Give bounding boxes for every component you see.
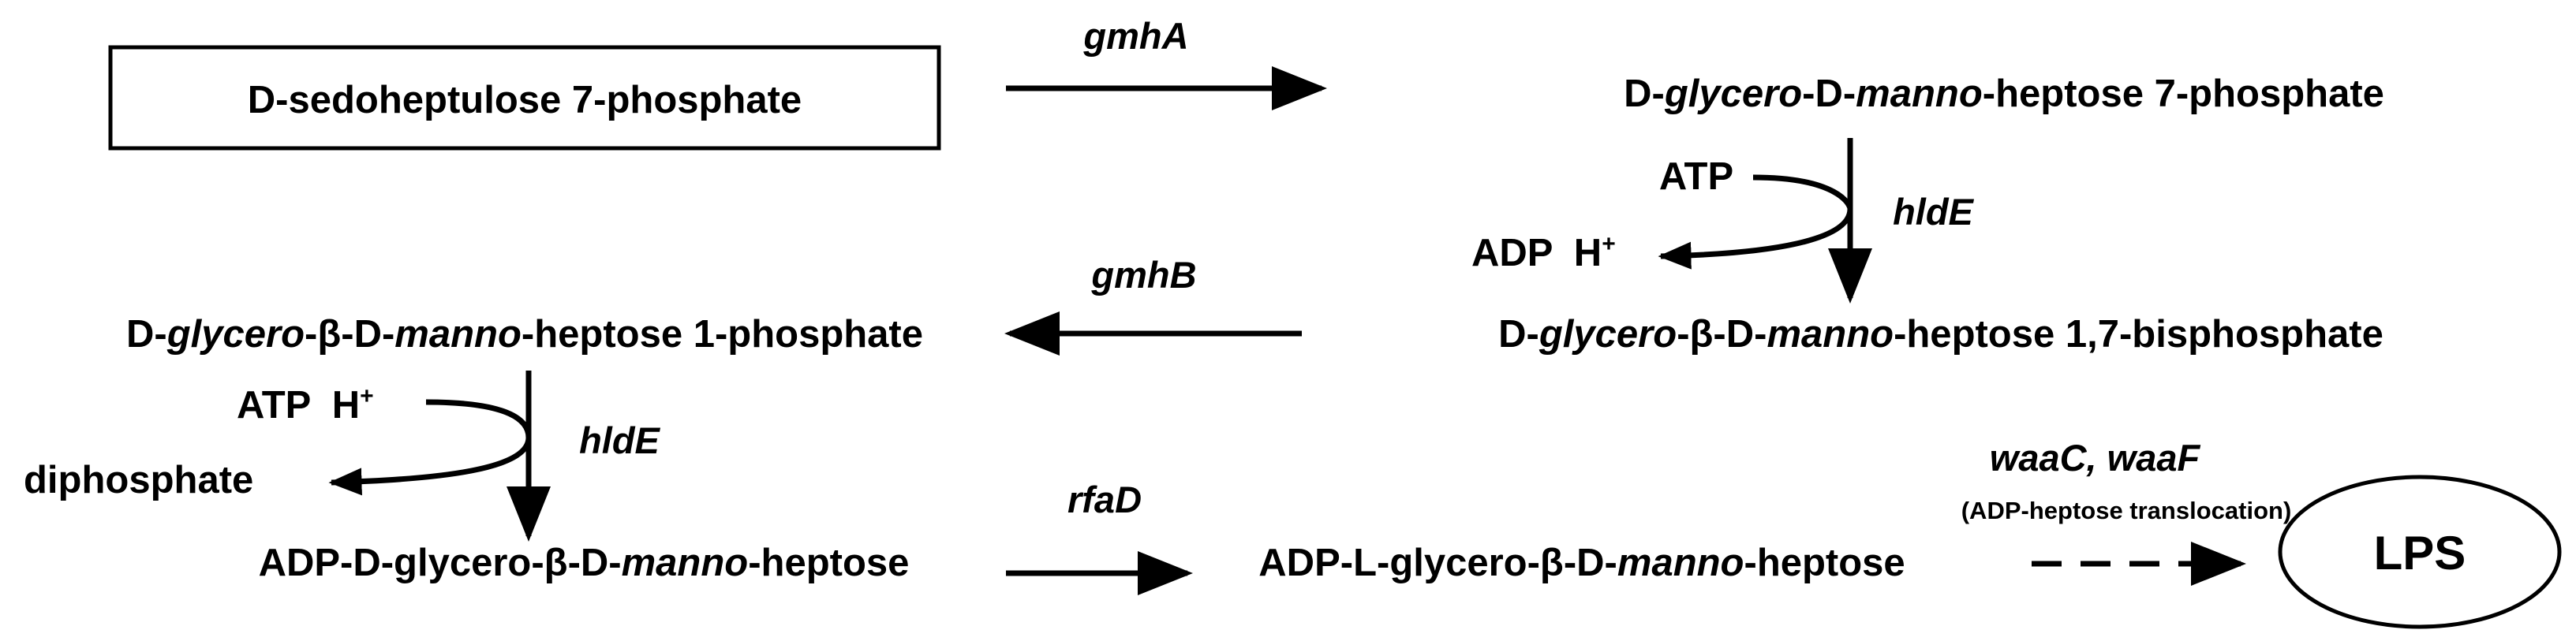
atp-h-2-label: ATP H+ [237,383,374,427]
diphosphate-label: diphosphate [24,459,253,501]
heptose-1-7-bisphosphate-label: D-glycero-β-D-manno-heptose 1,7-bisphosp… [1498,313,2383,356]
hlde-1-enzyme-label: hldE [1893,191,1974,233]
atp-1-label: ATP [1659,155,1733,198]
hlde-1-cofactor-arc [1658,174,1853,270]
waa-enzyme-label: waaC, waaF [1990,437,2201,479]
gmhb-enzyme-label: gmhB [1090,254,1196,296]
sedoheptulose-label: D-sedoheptulose 7-phosphate [248,79,802,121]
lps-ellipse [2278,475,2562,629]
lps-label: LPS [2374,527,2466,580]
heptose-7-phosphate-label: D-glycero-D-manno-heptose 7-phosphate [1624,73,2384,115]
hlde-2-cofactor-arc [328,399,532,496]
adp-l-glycero-heptose-label: ADP-L-glycero-β-D-manno-heptose [1258,542,1905,584]
rfad-enzyme-label: rfaD [1067,479,1142,520]
waa-translocation-note: (ADP-heptose translocation) [1961,497,2292,524]
hlde-2-enzyme-label: hldE [579,419,660,461]
heptose-1-phosphate-label: D-glycero-β-D-manno-heptose 1-phosphate [126,313,923,356]
adp-d-glycero-heptose-label: ADP-D-glycero-β-D-manno-heptose [259,542,910,584]
sedoheptulose-box [108,45,941,151]
gmha-enzyme-label: gmhA [1082,15,1188,57]
adp-h-1-label: ADP H+ [1471,231,1616,274]
